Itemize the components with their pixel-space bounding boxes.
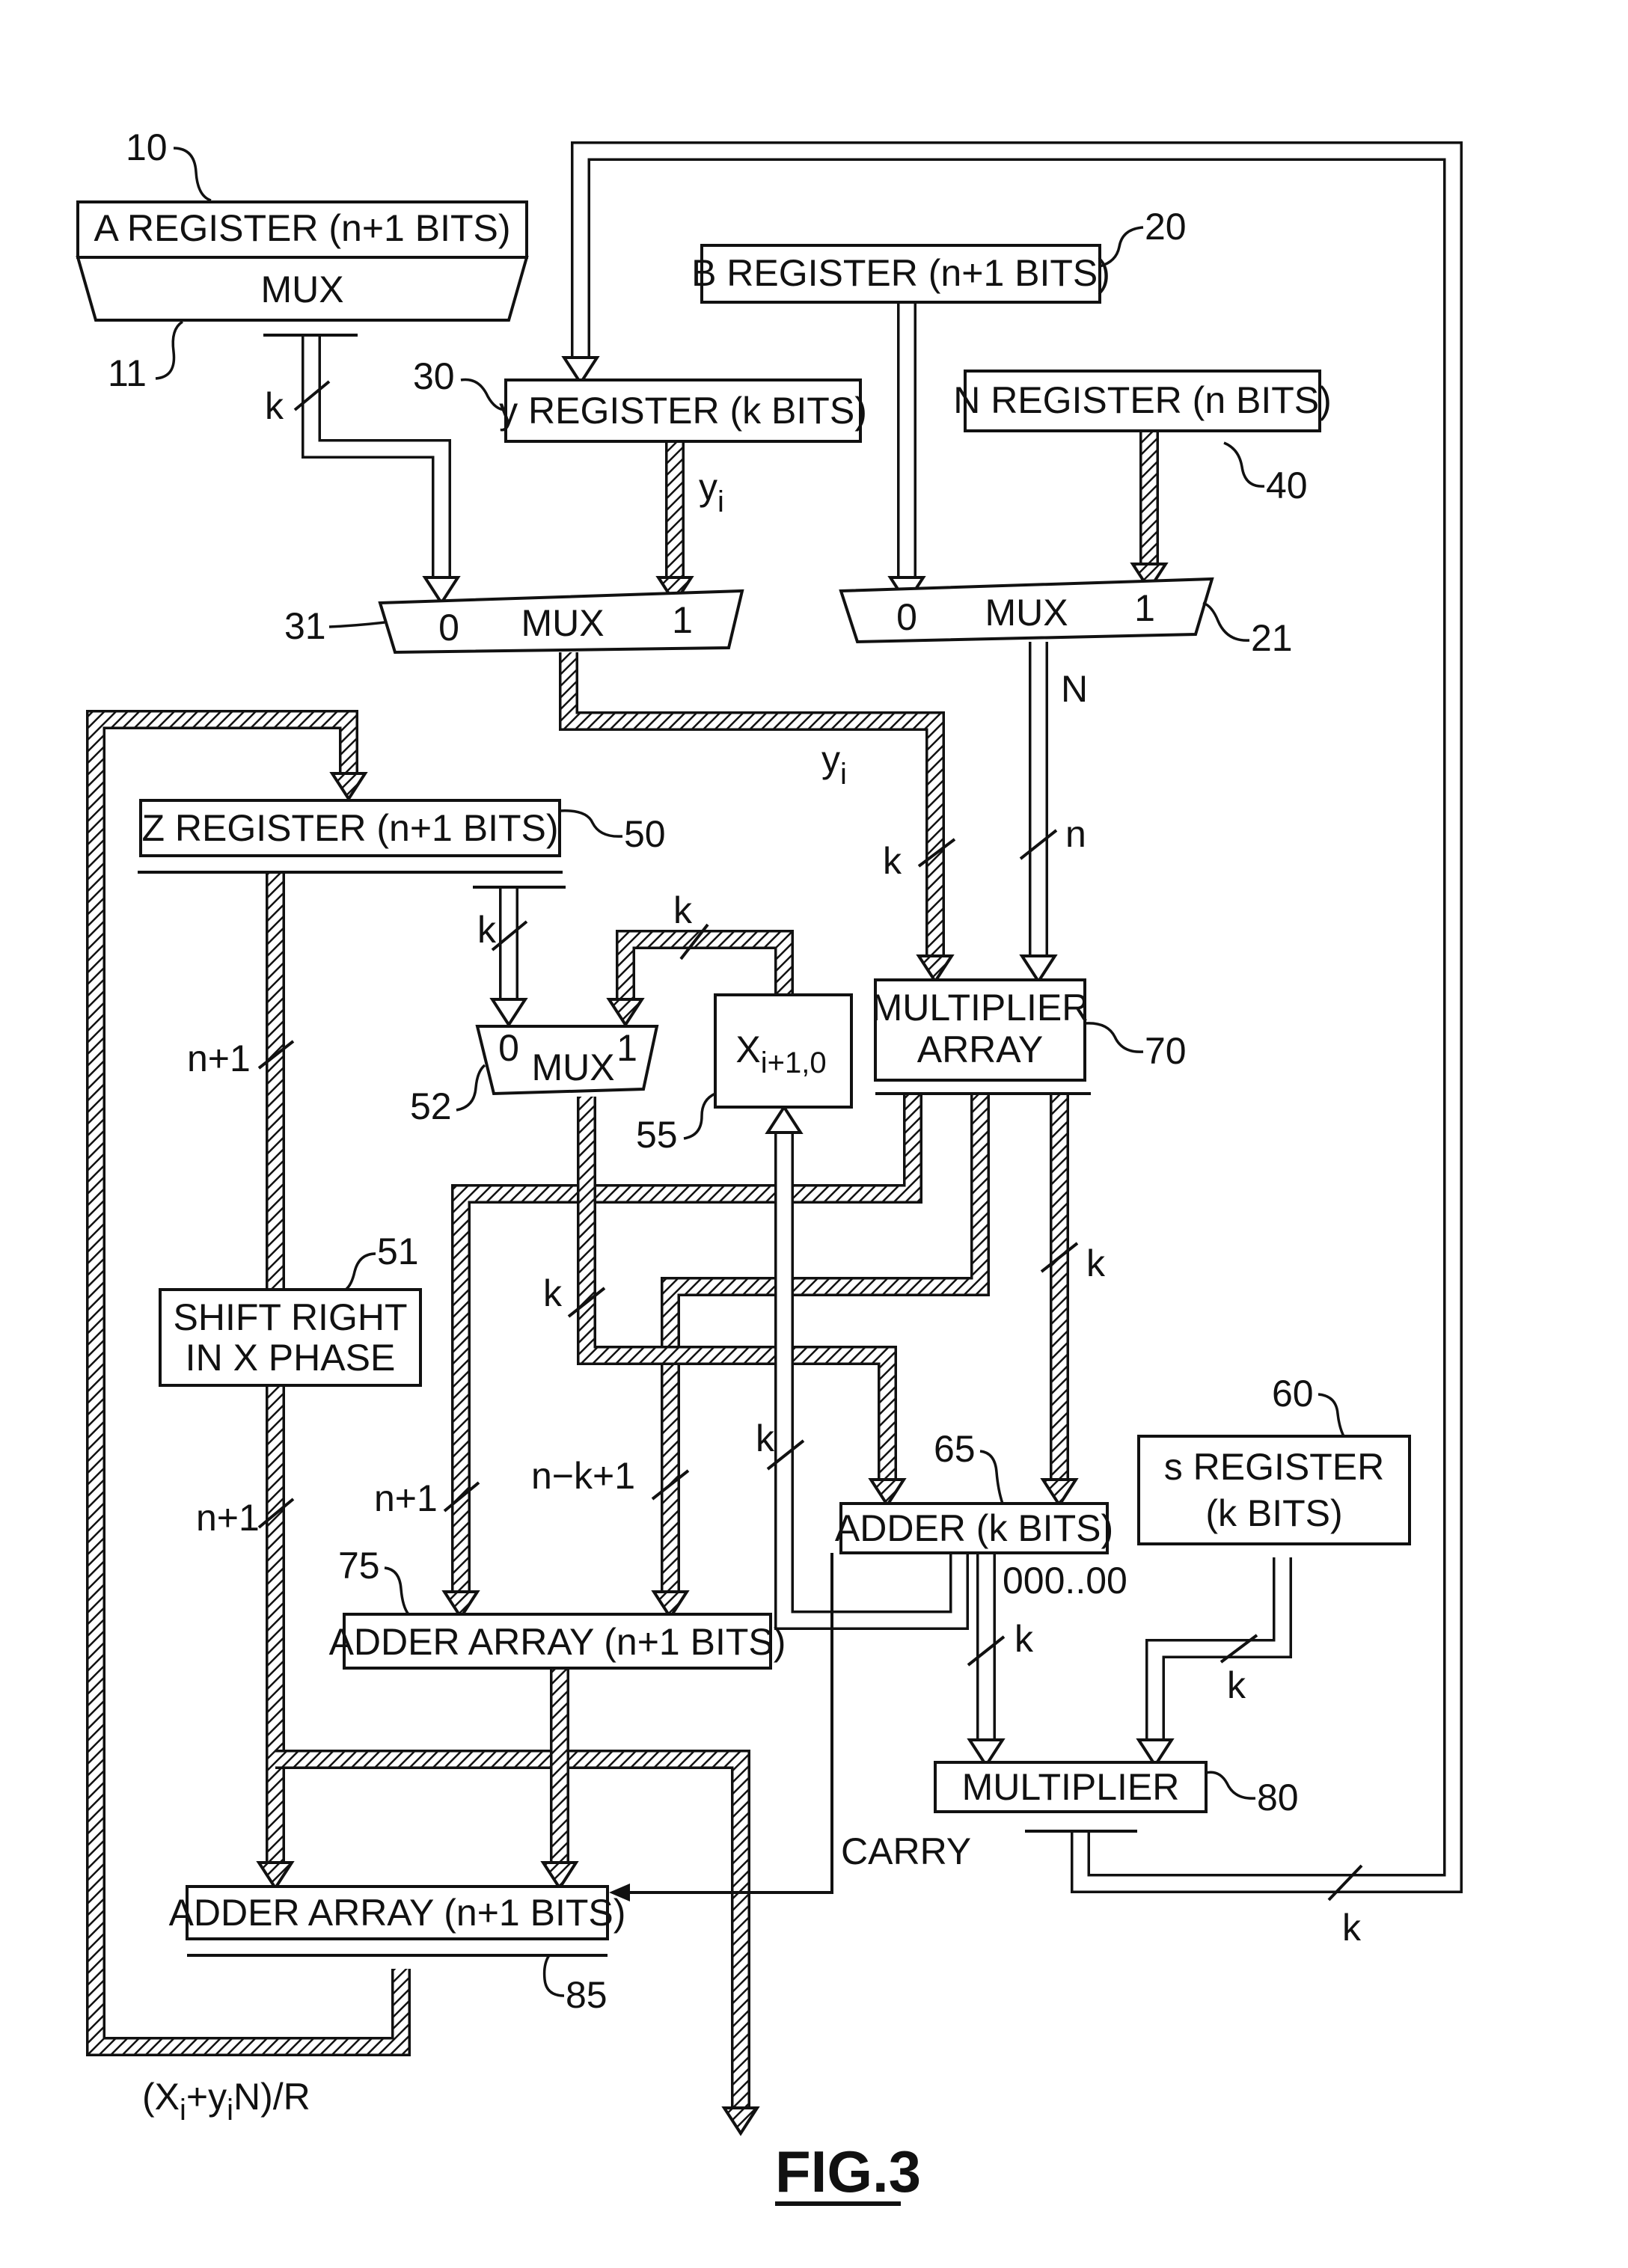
bus-z-to-mux52 xyxy=(492,887,525,1025)
mux-52: 0 MUX 1 xyxy=(477,1026,657,1094)
a-mux: MUX xyxy=(78,257,527,320)
ref-11: 11 xyxy=(108,352,147,394)
ref-60: 60 xyxy=(1272,1373,1314,1415)
ref-75: 75 xyxy=(338,1545,380,1587)
label-k-feedback: k xyxy=(1342,1907,1362,1949)
adder-array-85: ADDER ARRAY (n+1 BITS) xyxy=(169,1887,626,1939)
ref-50: 50 xyxy=(624,813,666,855)
mux-21-in1: 1 xyxy=(1134,587,1155,629)
s-register-line2: (k BITS) xyxy=(1205,1492,1342,1534)
label-k-multarray: k xyxy=(883,840,902,882)
label-n1-adder75: n+1 xyxy=(374,1477,438,1519)
bus-b-to-mux21 xyxy=(890,302,923,603)
figure-label: FIG.3 xyxy=(775,2139,921,2204)
bus-s-to-multiplier80 xyxy=(1139,1557,1282,1765)
label-N: N xyxy=(1061,668,1088,710)
multiplier-80: MULTIPLIER xyxy=(935,1762,1206,1812)
label-n1-shift: n+1 xyxy=(196,1497,260,1539)
bus-y-to-mux31 xyxy=(658,441,691,603)
ref-21: 21 xyxy=(1251,617,1293,659)
mux-31-in1: 1 xyxy=(672,599,693,641)
bus-output-right xyxy=(275,1759,757,2133)
b-register-label: B REGISTER (n+1 BITS) xyxy=(691,252,1110,294)
label-n1-z: n+1 xyxy=(187,1038,251,1079)
ref-51: 51 xyxy=(377,1230,419,1272)
a-register-label: A REGISTER (n+1 BITS) xyxy=(94,207,510,249)
multiplier-array-line2: ARRAY xyxy=(917,1029,1044,1070)
shift-right-line1: SHIFT RIGHT xyxy=(174,1296,408,1338)
y-register-label: y REGISTER (k BITS) xyxy=(499,390,867,432)
label-carry: CARRY xyxy=(841,1830,971,1872)
ref-31: 31 xyxy=(284,605,326,647)
n-register: N REGISTER (n BITS) xyxy=(953,371,1332,431)
ref-65: 65 xyxy=(934,1428,976,1470)
n-register-label: N REGISTER (n BITS) xyxy=(953,379,1332,421)
mux-52-label: MUX xyxy=(531,1046,614,1088)
ref-52: 52 xyxy=(410,1085,452,1127)
mux-31-in0: 0 xyxy=(438,607,459,649)
mux-31-label: MUX xyxy=(521,602,604,644)
carry-wire xyxy=(609,1553,832,1901)
a-mux-label: MUX xyxy=(260,269,343,310)
ref-70: 70 xyxy=(1145,1030,1187,1072)
mux-21-label: MUX xyxy=(985,592,1068,634)
bus-n-to-mux21 xyxy=(1133,431,1166,589)
adder-65: ADDER (k BITS) xyxy=(835,1504,1113,1553)
ref-10: 10 xyxy=(126,126,168,168)
label-k-loop: k xyxy=(673,889,693,931)
adder-65-label: ADDER (k BITS) xyxy=(835,1507,1113,1549)
adder-array-75-label: ADDER ARRAY (n+1 BITS) xyxy=(329,1621,786,1663)
label-k-s: k xyxy=(1227,1664,1246,1706)
shift-right-line2: IN X PHASE xyxy=(186,1337,396,1379)
multiplier-array: MULTIPLIER ARRAY xyxy=(872,980,1089,1080)
bus-adder75-to-adder85 xyxy=(543,1668,576,1888)
ref-55: 55 xyxy=(636,1114,678,1156)
mux-21-in0: 0 xyxy=(896,596,917,638)
bus-mux21-to-multiplier-array xyxy=(1022,642,1055,981)
label-k-mux52: k xyxy=(477,909,497,951)
adder-array-75: ADDER ARRAY (n+1 BITS) xyxy=(329,1614,786,1668)
label-yi-mid: yi xyxy=(821,738,847,791)
adder-array-85-label: ADDER ARRAY (n+1 BITS) xyxy=(169,1892,626,1934)
mux-31: 0 MUX 1 xyxy=(380,591,742,652)
mux-52-in0: 0 xyxy=(498,1027,519,1069)
b-register: B REGISTER (n+1 BITS) xyxy=(691,245,1110,302)
label-k-adder65: k xyxy=(1086,1242,1106,1284)
label-k-mux52out: k xyxy=(543,1272,563,1314)
label-k-a: k xyxy=(265,385,284,427)
ref-80: 80 xyxy=(1257,1777,1299,1818)
label-n-multarray: n xyxy=(1065,813,1086,855)
multiplier-80-label: MULTIPLIER xyxy=(962,1766,1180,1808)
z-register: Z REGISTER (n+1 BITS) xyxy=(141,800,560,856)
s-register: s REGISTER (k BITS) xyxy=(1139,1436,1410,1544)
ref-40: 40 xyxy=(1266,465,1308,506)
a-register: A REGISTER (n+1 BITS) xyxy=(78,202,527,257)
mux-52-in1: 1 xyxy=(616,1027,637,1069)
x-register-55: Xi+1,0 xyxy=(715,995,851,1107)
mux-21: 0 MUX 1 xyxy=(841,579,1212,642)
multiplier-array-line1: MULTIPLIER xyxy=(872,987,1089,1029)
ref-20: 20 xyxy=(1145,206,1187,248)
label-result: (Xi+yiN)/R xyxy=(142,2076,310,2127)
label-k-x55: k xyxy=(756,1418,775,1459)
z-register-label: Z REGISTER (n+1 BITS) xyxy=(141,807,558,849)
ref-30: 30 xyxy=(413,355,455,397)
bus-multarray-to-adder65 xyxy=(1043,1094,1076,1505)
ref-85: 85 xyxy=(566,1974,608,2016)
label-nk1-adder75: n−k+1 xyxy=(531,1455,635,1497)
label-k-mult80: k xyxy=(1015,1618,1034,1660)
shift-right-block: SHIFT RIGHT IN X PHASE xyxy=(160,1290,420,1385)
s-register-line1: s REGISTER xyxy=(1164,1446,1384,1488)
bus-mux52-to-adder65 xyxy=(587,1097,904,1505)
label-zeros: 000..00 xyxy=(1003,1560,1127,1602)
label-yi-top: yi xyxy=(699,466,724,518)
y-register: y REGISTER (k BITS) xyxy=(499,380,867,441)
